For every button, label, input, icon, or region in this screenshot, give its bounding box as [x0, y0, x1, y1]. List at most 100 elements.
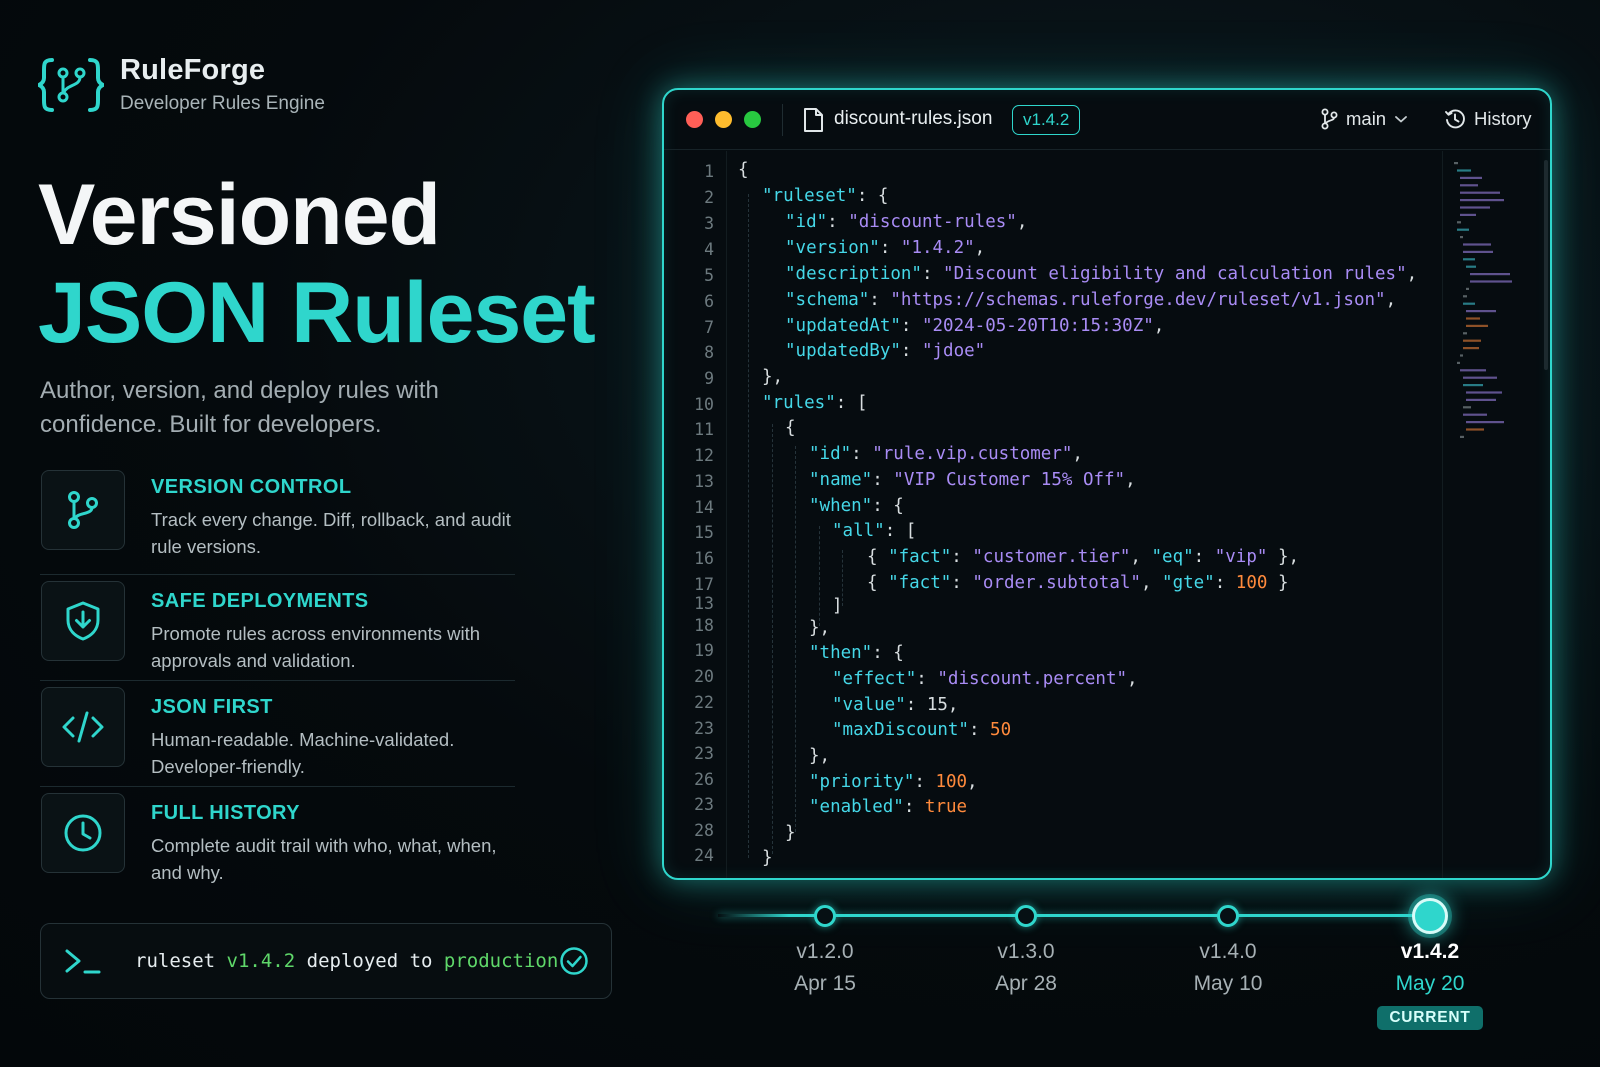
window-close-button[interactable] — [686, 111, 703, 128]
timeline-node-v1-2-0[interactable] — [814, 905, 836, 927]
brand-tagline: Developer Rules Engine — [120, 93, 325, 114]
code-line: { — [785, 418, 796, 438]
line-number: 20 — [694, 667, 714, 686]
line-number: 18 — [694, 616, 714, 635]
feature-safe-deployments: SAFE DEPLOYMENTS Promote rules across en… — [40, 574, 515, 680]
line-number: 23 — [694, 744, 714, 763]
file-icon — [804, 108, 823, 132]
code-line: "updatedAt": "2024-05-20T10:15:30Z", — [785, 316, 1165, 336]
code-line: { "fact": "customer.tier", "eq": "vip" }… — [867, 547, 1300, 567]
line-number: 23 — [694, 719, 714, 738]
feature-json-first: JSON FIRST Human-readable. Machine-valid… — [40, 680, 515, 786]
code-line: "value": 15, — [832, 695, 959, 715]
code-line: "ruleset": { — [762, 186, 889, 206]
code-line: ] — [832, 596, 843, 616]
minimap-line — [1470, 280, 1512, 283]
feature-title: VERSION CONTROL — [151, 476, 352, 498]
feature-icon-box — [41, 470, 125, 550]
deploy-status-bar: ruleset v1.4.2 deployed to production — [40, 923, 612, 999]
feature-desc: Track every change. Diff, rollback, and … — [151, 509, 511, 557]
minimap-line — [1454, 162, 1458, 165]
code-line: "priority": 100, — [809, 772, 978, 792]
code-area[interactable]: { "ruleset": { "id": "discount-rules", "… — [664, 90, 1550, 878]
timeline-label: v1.2.0 Apr 15 — [755, 940, 895, 996]
code-line: "name": "VIP Customer 15% Off", — [809, 470, 1136, 490]
vertical-scrollbar[interactable] — [1544, 160, 1548, 370]
deploy-environment: production — [443, 950, 559, 972]
branch-name: main — [1346, 108, 1387, 129]
code-line: "id": "discount-rules", — [785, 212, 1028, 232]
branch-selector[interactable]: main — [1320, 108, 1408, 130]
minimap-line — [1466, 287, 1469, 290]
minimap-line — [1470, 273, 1510, 276]
minimap-line — [1457, 221, 1461, 224]
code-line: "effect": "discount.percent", — [832, 669, 1138, 689]
history-button[interactable]: History — [1444, 108, 1532, 130]
timeline-version: v1.4.2 — [1400, 940, 1460, 963]
indent-guide — [819, 526, 820, 626]
line-number: 26 — [694, 770, 714, 789]
line-number: 24 — [694, 846, 714, 865]
window-maximize-button[interactable] — [744, 111, 761, 128]
line-number: 5 — [704, 266, 714, 285]
timeline-version: v1.2.0 — [796, 940, 854, 963]
minimap-line — [1463, 376, 1497, 379]
timeline-node-v1-4-2[interactable] — [1412, 898, 1448, 934]
feature-full-history: FULL HISTORY Complete audit trail with w… — [40, 786, 515, 892]
timeline-node-v1-4-0[interactable] — [1217, 905, 1239, 927]
version-badge: v1.4.2 — [1012, 105, 1081, 135]
minimap-line — [1466, 428, 1484, 431]
feature-icon-box — [41, 687, 125, 767]
code-line: "updatedBy": "jdoe" — [785, 341, 986, 361]
timeline-label: v1.4.0 May 10 — [1158, 940, 1298, 996]
brand-logo-icon — [38, 57, 104, 112]
current-badge: CURRENT — [1377, 1006, 1483, 1030]
clock-icon — [64, 814, 102, 852]
minimap-line — [1463, 339, 1481, 342]
minimap-line — [1466, 391, 1502, 394]
code-line: "all": [ — [832, 521, 917, 541]
line-number: 1 — [704, 162, 714, 181]
minimap-line — [1463, 302, 1475, 305]
code-icon — [62, 711, 104, 743]
minimap-line — [1463, 258, 1475, 261]
timeline-node-v1-3-0[interactable] — [1015, 905, 1037, 927]
line-number: 10 — [694, 395, 714, 414]
indent-guide — [842, 550, 843, 606]
hero-subtitle: Author, version, and deploy rules with c… — [40, 377, 439, 438]
minimap-line — [1460, 184, 1478, 187]
indent-guide — [748, 194, 749, 858]
deploy-version: v1.4.2 — [226, 950, 296, 972]
brand-name: RuleForge — [120, 54, 266, 86]
git-branch-icon — [1321, 108, 1338, 130]
code-line: "when": { — [809, 496, 904, 516]
line-number: 8 — [704, 343, 714, 362]
check-circle-icon — [560, 947, 588, 975]
timeline-date: May 10 — [1193, 972, 1263, 995]
timeline-date: May 20 — [1395, 972, 1465, 995]
window-minimize-button[interactable] — [715, 111, 732, 128]
feature-icon-box — [41, 581, 125, 661]
branch-icon — [68, 491, 98, 529]
minimap-line — [1466, 421, 1504, 424]
code-minimap[interactable] — [1454, 162, 1534, 452]
code-line: } — [785, 823, 796, 843]
code-line: "version": "1.4.2", — [785, 238, 986, 258]
line-number: 11 — [694, 420, 714, 439]
minimap-line — [1463, 413, 1487, 416]
code-line: "enabled": true — [809, 797, 968, 817]
deploy-subject: ruleset — [135, 950, 216, 972]
minimap-line — [1457, 169, 1471, 172]
line-number: 6 — [704, 292, 714, 311]
file-name-tab[interactable]: discount-rules.json — [834, 108, 993, 129]
terminal-prompt-icon — [65, 949, 101, 974]
line-number: 19 — [694, 641, 714, 660]
code-line: "id": "rule.vip.customer", — [809, 444, 1083, 464]
minimap-line — [1463, 295, 1467, 298]
minimap-line — [1460, 176, 1482, 179]
line-number: 15 — [694, 523, 714, 542]
hero-title-line2: JSON Ruleset — [38, 265, 596, 361]
minimap-line — [1460, 236, 1463, 239]
history-label: History — [1474, 108, 1532, 129]
feature-desc: Complete audit trail with who, what, whe… — [151, 835, 497, 883]
